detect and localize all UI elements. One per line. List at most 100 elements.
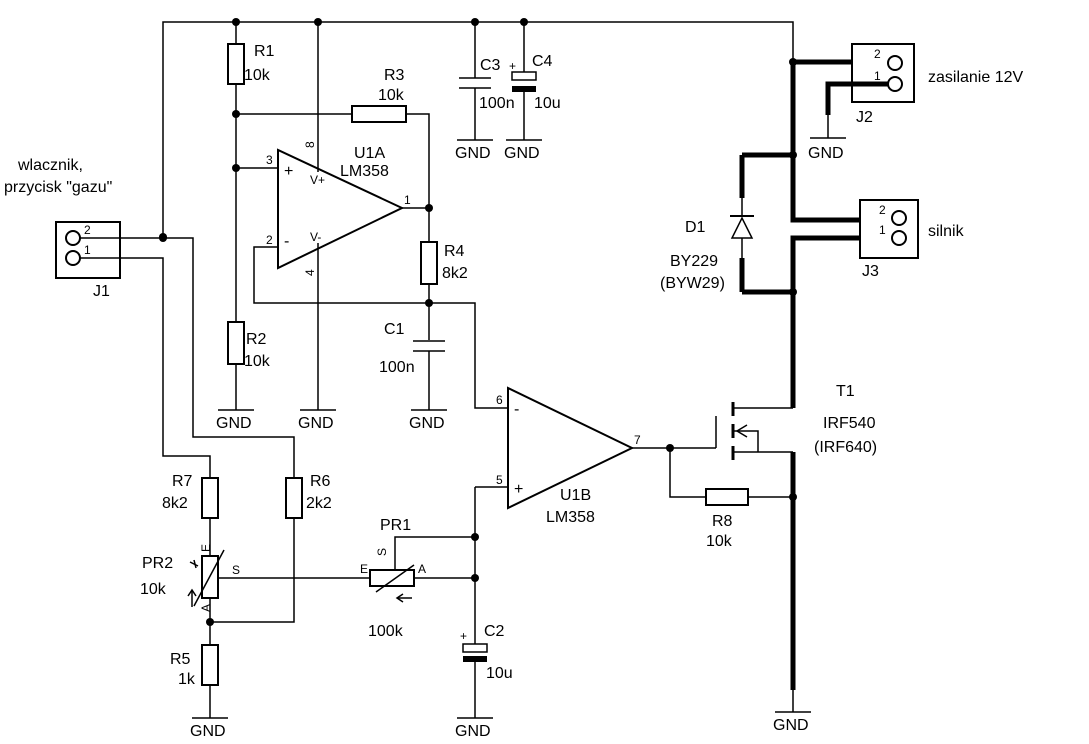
svg-text:2k2: 2k2 [306, 495, 332, 512]
svg-text:10k: 10k [378, 87, 405, 104]
svg-text:T1: T1 [836, 383, 855, 400]
resistor-r6: R6 2k2 [285, 473, 332, 519]
svg-text:+: + [284, 163, 293, 180]
resistor-r4: R4 8k2 [420, 208, 468, 340]
svg-text:GND: GND [216, 415, 252, 432]
svg-text:R3: R3 [384, 67, 405, 84]
power-traces: GND [739, 59, 880, 734]
svg-text:1: 1 [404, 193, 411, 207]
opamp-u1a: + - V+ V- 3 2 1 8 4 U1A LM358 GND [236, 22, 429, 432]
svg-text:8k2: 8k2 [442, 265, 468, 282]
svg-text:E: E [360, 562, 368, 576]
resistor-r7: R7 8k2 [162, 473, 219, 556]
svg-text:+: + [514, 481, 523, 498]
svg-text:GND: GND [808, 145, 844, 162]
svg-text:PR2: PR2 [142, 555, 173, 572]
svg-text:GND: GND [298, 415, 334, 432]
resistor-r5: R5 1k GND [170, 644, 228, 740]
connector-j3: 2 1 J3 silnik [859, 199, 965, 280]
svg-text:2: 2 [874, 47, 881, 61]
svg-text:GND: GND [455, 723, 491, 740]
svg-text:1: 1 [879, 223, 886, 237]
diode-d1: D1 BY229 (BYW29) [660, 198, 754, 292]
capacitor-c2: + C2 10u GND [455, 487, 513, 740]
svg-text:-: - [514, 401, 519, 418]
svg-text:C4: C4 [532, 53, 553, 70]
svg-text:GND: GND [409, 415, 445, 432]
svg-text:10k: 10k [706, 533, 733, 550]
svg-text:U1A: U1A [354, 145, 385, 162]
svg-text:10k: 10k [140, 581, 167, 598]
capacitor-c4: + C4 10u GND [504, 22, 561, 162]
svg-text:zasilanie 12V: zasilanie 12V [928, 69, 1024, 86]
svg-text:8k2: 8k2 [162, 495, 188, 512]
resistor-r1: R1 10k [227, 22, 275, 322]
svg-text:A: A [199, 604, 213, 612]
svg-text:+: + [509, 59, 516, 73]
svg-text:2: 2 [84, 223, 91, 237]
svg-text:C2: C2 [484, 623, 505, 640]
resistor-r2: R2 10k GND [216, 321, 271, 432]
svg-text:100n: 100n [479, 95, 515, 112]
svg-text:LM358: LM358 [340, 163, 389, 180]
svg-text:1k: 1k [178, 671, 196, 688]
svg-text:GND: GND [773, 717, 809, 734]
svg-text:BY229: BY229 [670, 253, 718, 270]
svg-text:10u: 10u [534, 95, 561, 112]
svg-text:D1: D1 [685, 219, 706, 236]
svg-text:R8: R8 [712, 513, 733, 530]
svg-text:V+: V+ [310, 173, 325, 187]
svg-text:100k: 100k [368, 623, 404, 640]
svg-text:1: 1 [874, 69, 881, 83]
svg-text:-: - [284, 233, 289, 250]
svg-text:wlacznik,: wlacznik, [17, 157, 83, 174]
svg-text:5: 5 [496, 473, 503, 487]
capacitor-c3: C3 100n GND [455, 22, 515, 162]
svg-text:R2: R2 [246, 331, 267, 348]
svg-text:LM358: LM358 [546, 509, 595, 526]
svg-text:C3: C3 [480, 57, 501, 74]
svg-text:(IRF640): (IRF640) [814, 439, 877, 456]
capacitor-c1: C1 100n GND [379, 321, 447, 432]
potentiometer-pr2: E A S PR2 10k [140, 544, 370, 645]
svg-text:2: 2 [879, 203, 886, 217]
svg-text:4: 4 [303, 269, 317, 276]
svg-text:7: 7 [634, 433, 641, 447]
svg-text:8: 8 [303, 141, 317, 148]
svg-text:6: 6 [496, 393, 503, 407]
svg-text:J2: J2 [856, 109, 873, 126]
svg-text:R4: R4 [444, 243, 465, 260]
svg-text:C1: C1 [384, 321, 405, 338]
svg-text:PR1: PR1 [380, 517, 411, 534]
mosfet-t1: T1 IRF540 (IRF640) [670, 383, 877, 460]
svg-text:2: 2 [266, 233, 273, 247]
svg-text:+: + [460, 629, 467, 643]
svg-text:R5: R5 [170, 651, 191, 668]
svg-text:A: A [418, 562, 426, 576]
svg-text:100n: 100n [379, 359, 415, 376]
opamp-u1b: - + 6 5 7 U1B LM358 [429, 302, 670, 526]
svg-text:GND: GND [455, 145, 491, 162]
svg-text:S: S [232, 563, 240, 577]
svg-text:silnik: silnik [928, 223, 965, 240]
svg-text:(BYW29): (BYW29) [660, 275, 725, 292]
svg-text:E: E [199, 544, 213, 552]
svg-text:U1B: U1B [560, 487, 591, 504]
svg-text:J3: J3 [862, 263, 879, 280]
svg-text:R6: R6 [310, 473, 331, 490]
svg-text:J1: J1 [93, 283, 110, 300]
svg-text:przycisk "gazu": przycisk "gazu" [4, 179, 112, 196]
svg-text:1: 1 [84, 243, 91, 257]
connector-j1: 2 1 J1 wlacznik, przycisk "gazu" [4, 157, 163, 300]
svg-text:R1: R1 [254, 43, 275, 60]
svg-text:S: S [375, 548, 389, 556]
svg-text:V-: V- [310, 230, 321, 244]
svg-text:GND: GND [190, 723, 226, 740]
svg-text:10k: 10k [244, 353, 271, 370]
potentiometer-pr1: E A S PR1 100k [360, 517, 475, 640]
svg-text:3: 3 [266, 153, 273, 167]
svg-text:IRF540: IRF540 [823, 415, 876, 432]
svg-text:GND: GND [504, 145, 540, 162]
resistor-r8: R8 10k [669, 448, 793, 550]
